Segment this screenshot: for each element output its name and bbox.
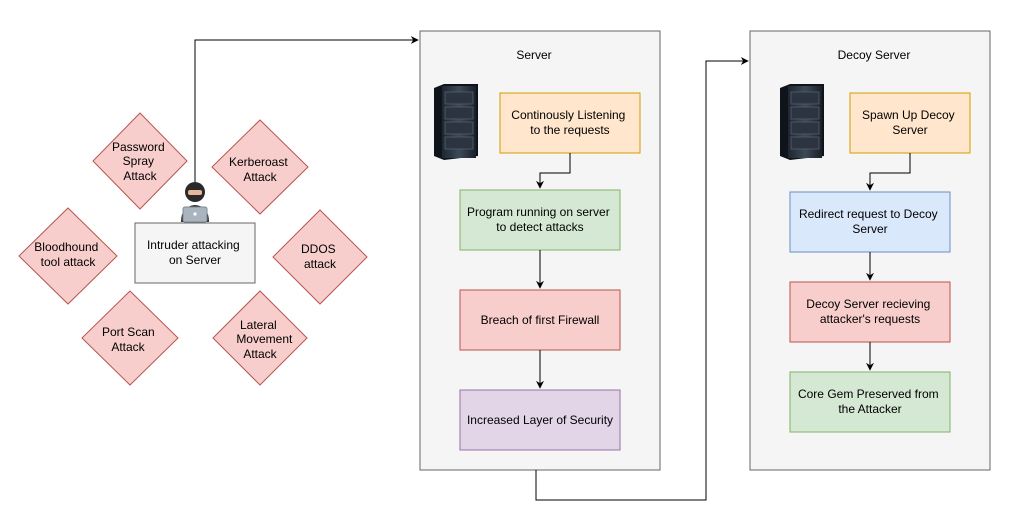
intruder-line1: Intruder attacking [147,238,240,252]
svg-text:Increased Layer of Security: Increased Layer of Security [467,413,613,427]
program-step-line1: Program running on server [467,205,610,219]
svg-text:Spawn Up Decoy Server: Spawn Up Decoy Server [862,108,958,137]
ddos-line2: attack [304,257,337,271]
svg-text:Continously Listening to: Continously Listening to the requests [511,108,628,137]
svg-text:Port Scan Attack: Port Scan Attack [102,325,158,354]
spawn-step-line1: Spawn Up Decoy [862,108,955,122]
svg-text:Breach of first Firewall: Breach of first Firewall [481,313,600,327]
lateral-movement-attack: Lateral Movement Attack [212,290,308,386]
redirect-step-line1: Redirect request to Decoy [799,207,938,221]
lateral-movement-line3: Attack [243,347,277,361]
password-spray-line2: Spray [123,154,154,168]
svg-text:Kerberoast Attack: Kerberoast Attack [229,155,291,184]
ddos-attack: DDOS attack [272,209,368,305]
listening-step-line2: to the requests [530,123,609,137]
svg-text:Bloodhound tool attack: Bloodhound tool attack [34,240,101,269]
decoy-server-rack-icon [780,84,824,160]
intruder-line2: on Server [169,253,221,267]
bloodhound-attack: Bloodhound tool attack [18,207,118,305]
kerberoast-attack: Kerberoast Attack [211,119,309,215]
program-step-line2: to detect attacks [496,220,583,234]
program-step: Program running on server to detect atta… [459,189,621,251]
svg-text:Program running on server: Program running on server to detect atta… [467,205,613,234]
receiving-step: Decoy Server recieving attacker's reques… [789,281,951,343]
lateral-movement-line1: Lateral [240,318,277,332]
kerberoast-line1: Kerberoast [229,155,288,169]
bloodhound-line1: Bloodhound [34,240,98,254]
redirect-step-line2: Server [852,222,887,236]
svg-text:Decoy Server recieving a: Decoy Server recieving attacker's reques… [806,297,933,326]
svg-text:Core Gem Preserved from: Core Gem Preserved from the Attacker [798,387,942,416]
receiving-step-line2: attacker's requests [820,312,920,326]
svg-text:Redirect request to Decoy: Redirect request to Decoy Server [799,207,941,236]
decoy-server-title: Decoy Server [838,48,911,62]
spawn-step: Spawn Up Decoy Server [849,92,971,154]
svg-text:Intruder attacking on Se: Intruder attacking on Server [147,238,243,267]
server-rack-icon [434,84,478,160]
receiving-step-line1: Decoy Server recieving [806,297,930,311]
port-scan-attack: Port Scan Attack [81,290,179,386]
security-step: Increased Layer of Security [459,389,621,451]
svg-text:DDOS attack: DDOS attack [301,242,339,271]
password-spray-attack: Password Spray Attack [92,112,188,210]
svg-text:Lateral Movement A: Lateral Movement Attack [236,318,295,361]
listening-step: Continously Listening to the requests [499,92,641,154]
intruder-box: Intruder attacking on Server [134,222,256,284]
bloodhound-line2: tool attack [41,255,97,269]
redirect-step: Redirect request to Decoy Server [789,191,951,253]
preserved-step: Core Gem Preserved from the Attacker [789,371,951,433]
password-spray-line1: Password [112,140,165,154]
port-scan-line2: Attack [111,340,145,354]
hacker-icon [181,182,209,223]
connector-intruder-to-server [194,36,419,183]
spawn-step-line2: Server [892,123,927,137]
preserved-step-line1: Core Gem Preserved from [798,387,939,401]
ddos-line1: DDOS [301,242,336,256]
password-spray-line3: Attack [123,169,157,183]
lateral-movement-line2: Movement [236,332,293,346]
connector-spawn-to-redirect [866,153,911,191]
security-step-line1: Increased Layer of Security [467,413,613,427]
breach-step-line1: Breach of first Firewall [481,313,600,327]
server-title: Server [516,48,551,62]
preserved-step-line2: the Attacker [838,402,901,416]
connector-server-to-decoy [535,57,749,501]
connector-listening-to-program [536,153,571,189]
port-scan-line1: Port Scan [102,325,155,339]
listening-step-line1: Continously Listening [511,108,625,122]
kerberoast-line2: Attack [243,170,277,184]
breach-step: Breach of first Firewall [459,289,621,351]
svg-text:Password Spray Att: Password Spray Attack [112,140,168,183]
